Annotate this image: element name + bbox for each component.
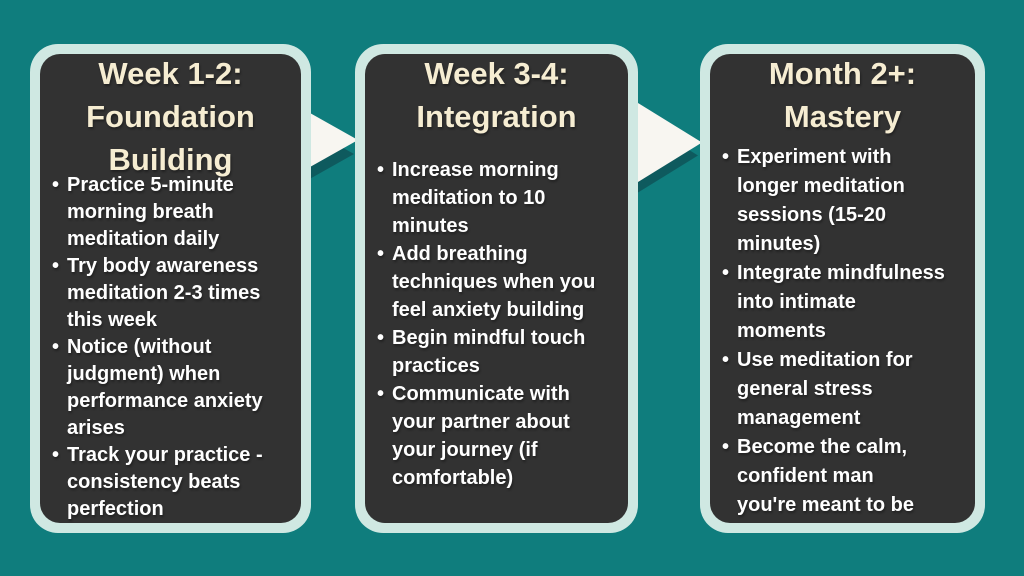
card-month-2-plus-body: Month 2+: Mastery Experiment with longer… <box>710 54 975 523</box>
bullet-list: Experiment with longer meditation sessio… <box>712 143 973 520</box>
bullet-list: Practice 5-minute morning breath meditat… <box>42 172 299 523</box>
list-item: Experiment with longer meditation sessio… <box>720 143 971 259</box>
card-title: Week 1-2: Foundation Building <box>86 56 255 177</box>
list-item: Track your practice - consistency beats … <box>50 442 297 523</box>
list-item: Become the calm, confident man you're me… <box>720 433 971 520</box>
card-week-3-4: Week 3-4: Integration Increase morning m… <box>355 44 638 533</box>
card-title: Week 3-4: Integration <box>416 56 577 134</box>
list-item: Integrate mindfulness into intimate mome… <box>720 259 971 346</box>
card-week-1-2: Week 1-2: Foundation Building Practice 5… <box>30 44 311 533</box>
list-item: Add breathing techniques when you feel a… <box>375 240 624 324</box>
bullet-list: Increase morning meditation to 10 minute… <box>367 156 626 492</box>
card-month-2-plus: Month 2+: Mastery Experiment with longer… <box>700 44 985 533</box>
card-title: Month 2+: Mastery <box>768 56 917 134</box>
list-item: Practice 5-minute morning breath meditat… <box>50 172 297 253</box>
list-item: Increase morning meditation to 10 minute… <box>375 156 624 240</box>
list-item: Use meditation for general stress manage… <box>720 346 971 433</box>
card-week-3-4-body: Week 3-4: Integration Increase morning m… <box>365 54 628 523</box>
card-week-1-2-body: Week 1-2: Foundation Building Practice 5… <box>40 54 301 523</box>
list-item: Begin mindful touch practices <box>375 324 624 380</box>
list-item: Communicate with your partner about your… <box>375 380 624 492</box>
list-item: Notice (without judgment) when performan… <box>50 334 297 442</box>
list-item: Try body awareness meditation 2-3 times … <box>50 253 297 334</box>
